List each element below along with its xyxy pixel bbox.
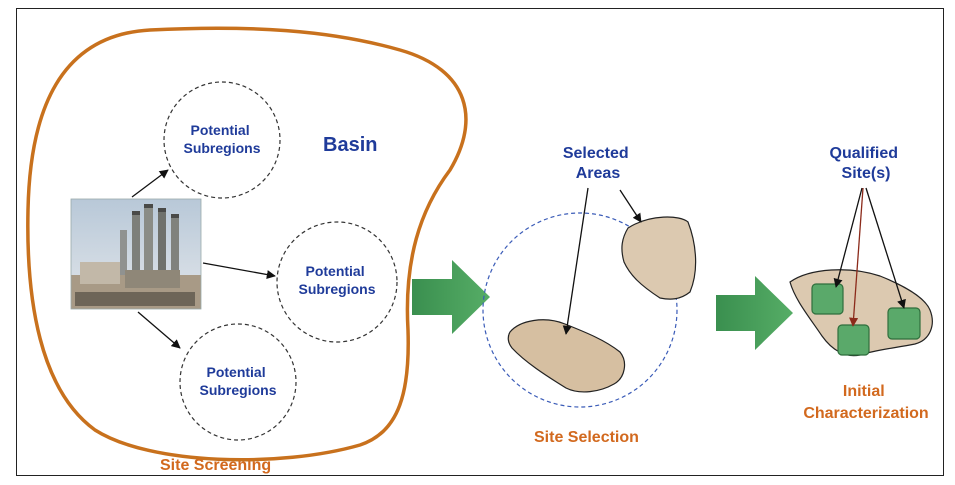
stage-arrow-1 [412,260,490,334]
selected-area-lower [507,319,626,393]
stage-3-label: Initial Characterization [803,383,928,422]
subregion-bottom-circle [179,323,297,441]
qualified-sites-label: Qualified Site(s) [830,145,903,182]
arrow-to-bottom-subregion [137,311,181,349]
qualified-site-1 [811,283,844,315]
site-selection-circle [482,212,678,408]
stage-arrow-2 [716,276,793,350]
subregion-middle-circle [276,221,398,343]
subregion-top-circle [163,81,281,199]
arrow-to-middle-subregion [202,262,276,280]
basin-label: Basin [323,134,377,156]
stage-2-label: Site Selection [534,429,639,446]
power-plant-image [70,198,202,310]
subregion-middle-label: Potential Subregions [298,263,375,297]
arrow-to-site-2 [849,187,864,327]
stage-1-label: Site Screening [160,457,271,474]
subregion-top-label: Potential Subregions [183,122,260,156]
qualified-site-2 [837,324,870,356]
arrow-to-lower-area [562,187,589,335]
arrow-to-site-1 [833,187,863,288]
arrow-to-site-3 [865,187,906,309]
selected-area-upper [621,216,697,300]
subregion-bottom-label: Potential Subregions [199,364,276,398]
selected-areas-label: Selected Areas [563,145,633,182]
basin-outline [26,26,468,462]
arrow-to-upper-area [619,189,642,223]
arrow-to-top-subregion [131,169,169,198]
qualified-site-3 [887,307,921,340]
